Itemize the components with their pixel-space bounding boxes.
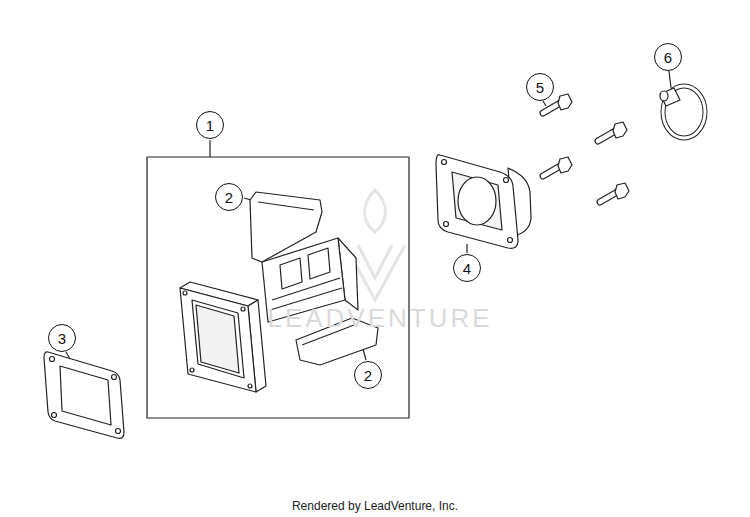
callout-number: 1 <box>206 118 214 133</box>
hose-clamp <box>660 86 705 138</box>
callout-circle: 4 <box>453 254 481 282</box>
gasket <box>44 352 124 439</box>
callout-circle: 1 <box>196 111 224 139</box>
callout-number: 2 <box>364 368 372 383</box>
callout-circle: 2 <box>215 183 243 211</box>
reed-housing <box>180 282 266 392</box>
callout-circle: 2 <box>354 361 382 389</box>
callout-circle: 6 <box>654 43 682 71</box>
callout-number: 2 <box>225 190 233 205</box>
callout-number: 4 <box>463 261 471 276</box>
leader-line <box>244 198 251 200</box>
leader-line <box>543 101 546 106</box>
reed-petal <box>250 192 322 262</box>
callout-number: 5 <box>536 80 544 95</box>
watermark-text: LEADVENTURE <box>267 305 492 331</box>
leader-line <box>209 140 210 157</box>
callout-number: 6 <box>664 50 672 65</box>
kit-frame <box>147 157 409 418</box>
intake-flange <box>436 155 531 249</box>
callout-circle: 3 <box>48 324 76 352</box>
callout-number: 3 <box>58 331 66 346</box>
credit-text: Rendered by LeadVenture, Inc. <box>292 500 458 512</box>
bolts <box>543 94 629 202</box>
leader-line <box>669 71 671 88</box>
leader-line <box>466 244 467 253</box>
leader-line <box>66 352 70 359</box>
leader-line <box>363 349 366 360</box>
callout-circle: 5 <box>526 73 554 101</box>
